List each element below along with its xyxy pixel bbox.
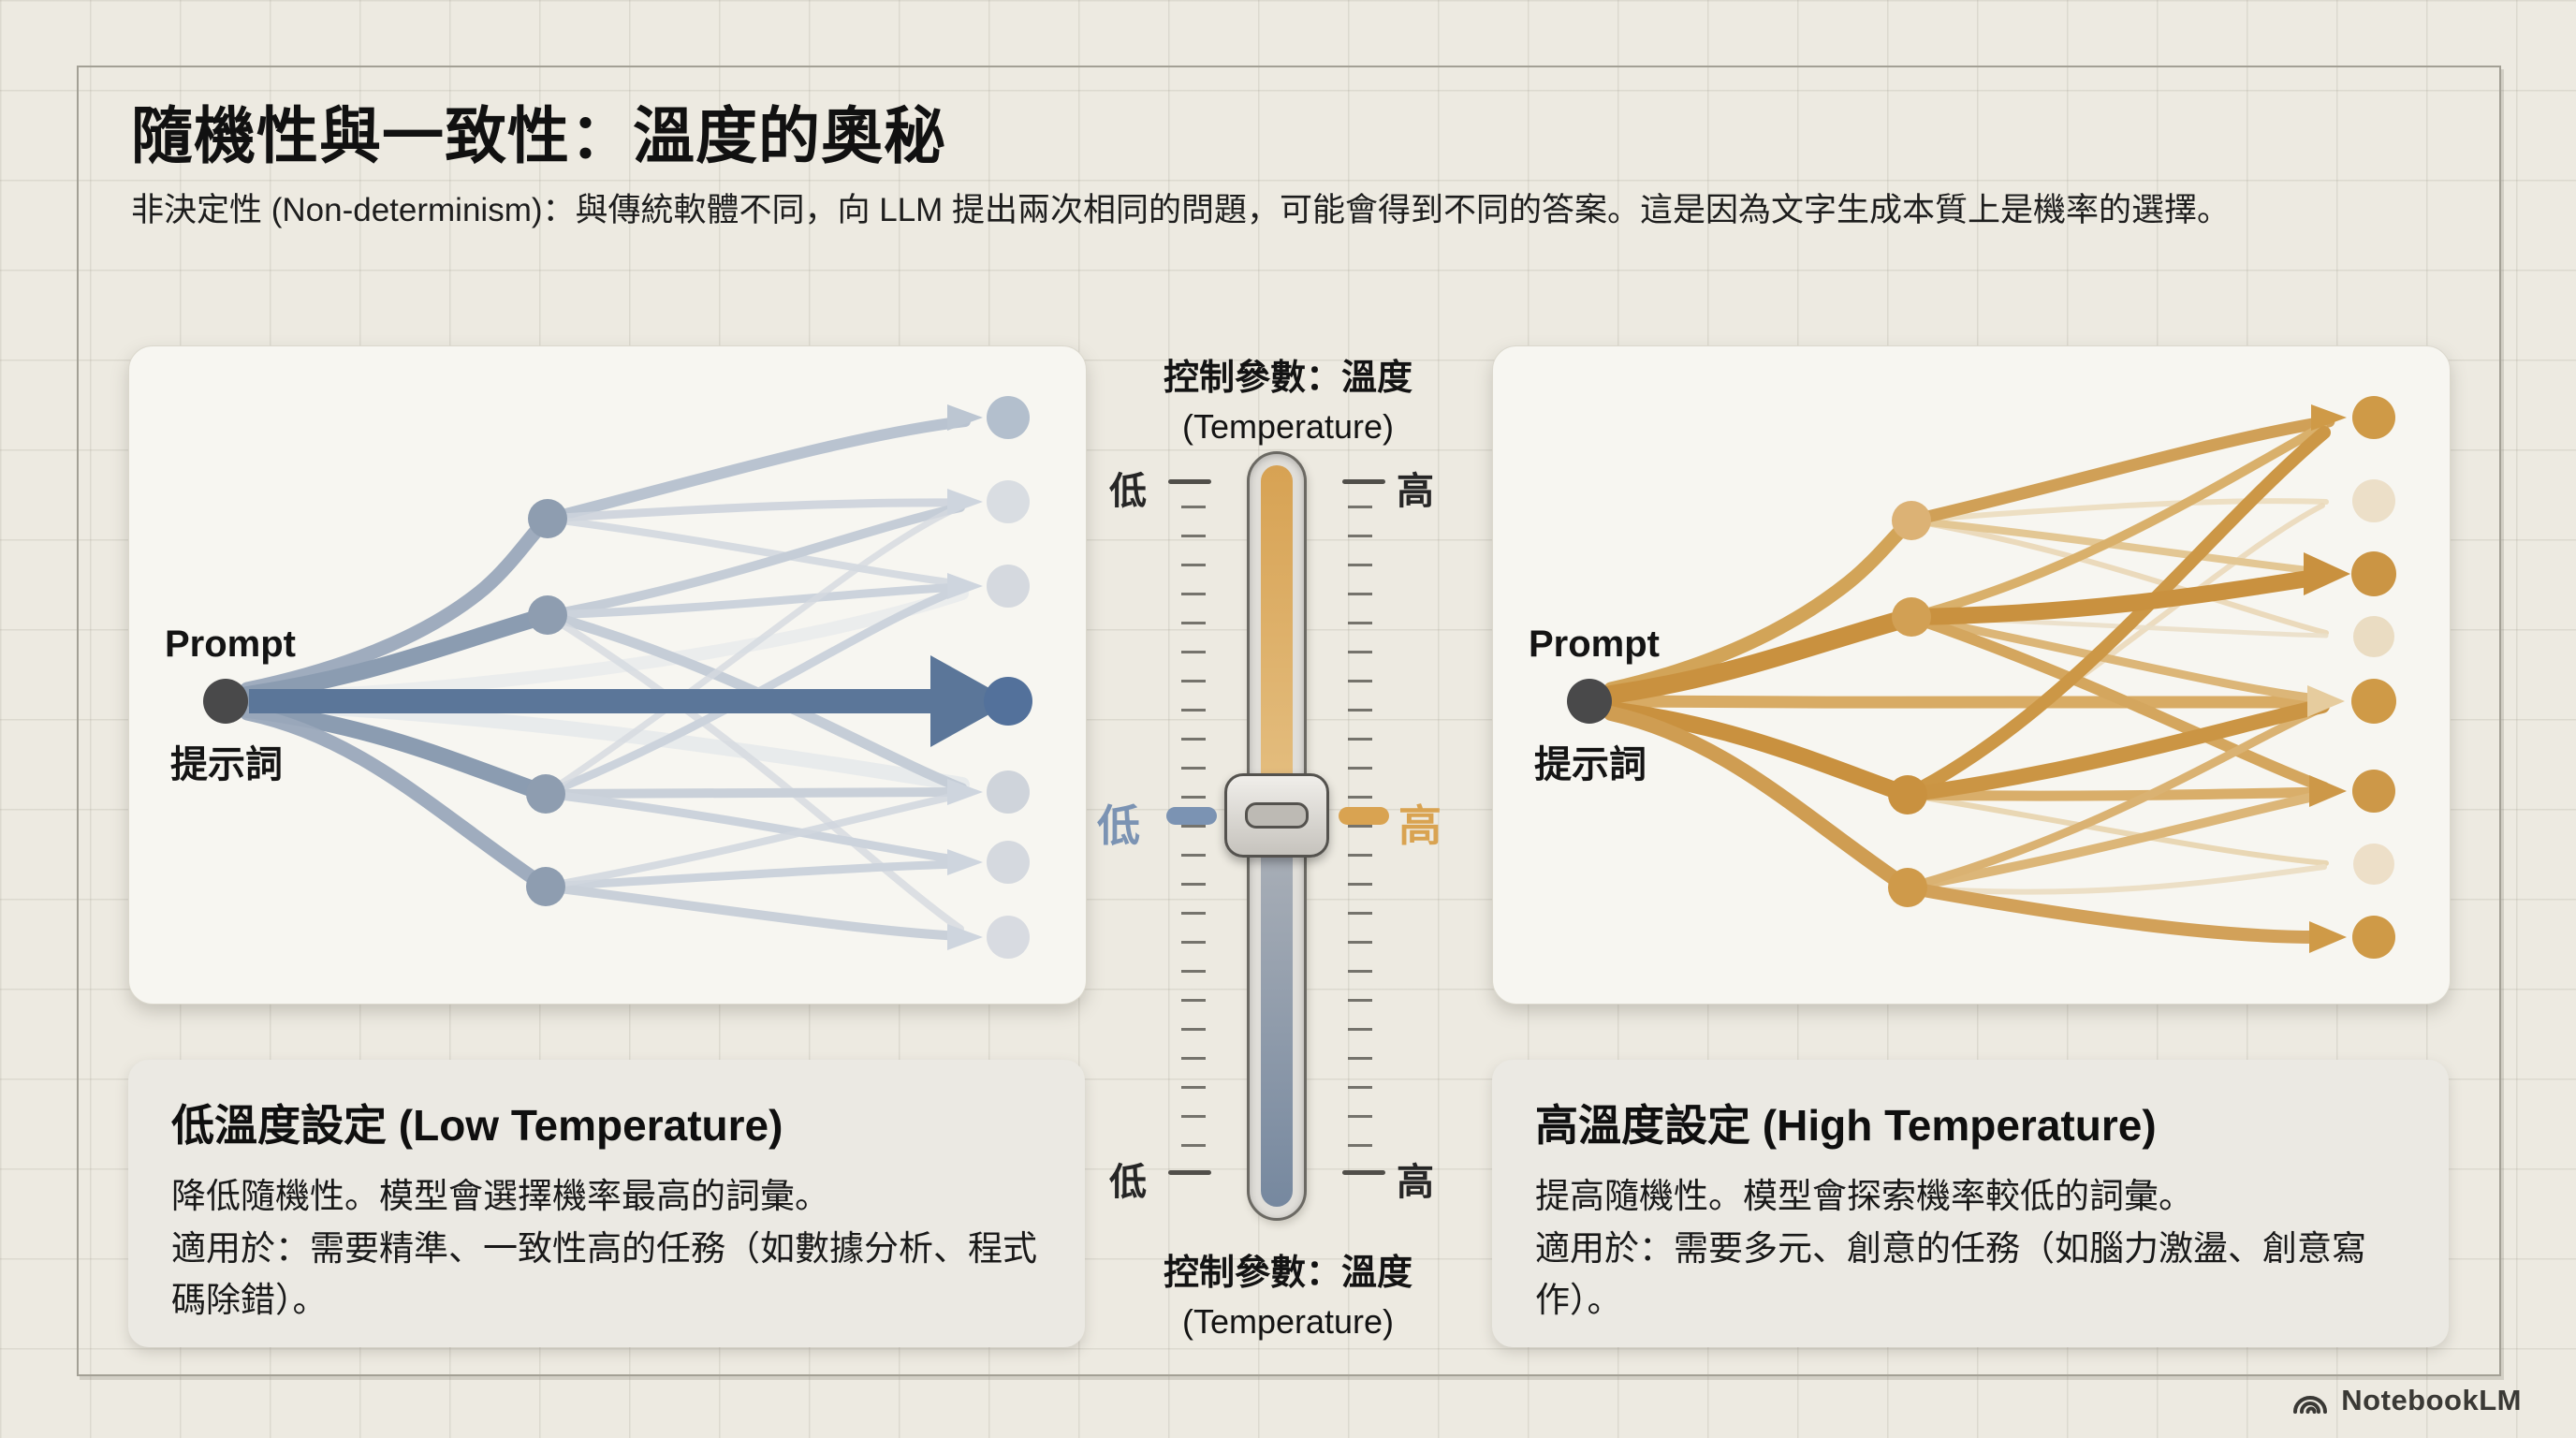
- high-infobox-line1: 提高隨機性。模型會探索機率較低的詞彙。: [1535, 1177, 2193, 1215]
- slider-high-mark-top: 高: [1397, 471, 1434, 512]
- slider-low-mark-top: 低: [1109, 471, 1147, 512]
- slider-ticks-right: [1348, 506, 1372, 1168]
- slider-dash-top-right: [1342, 479, 1385, 484]
- low-intermediate-nodes: [526, 499, 567, 906]
- high-mid-paths: [1604, 415, 2335, 945]
- low-infobox-line1: 降低隨機性。模型會選擇機率最高的詞彙。: [171, 1177, 829, 1215]
- low-branch-paths: [239, 511, 556, 894]
- brand-name: NotebookLM: [2341, 1384, 2522, 1416]
- slider-bottom-label-en: (Temperature): [1181, 1302, 1395, 1341]
- slider-ticks-left: [1181, 506, 1206, 1168]
- low-prompt-node: [203, 679, 248, 724]
- slider-low-pill: [1166, 807, 1217, 825]
- notebooklm-swirl-icon: [2293, 1396, 2328, 1414]
- high-bold-paths: [1602, 513, 2330, 895]
- slider-top-label-zh: 控制參數：溫度: [1163, 359, 1412, 398]
- slider-bottom-label: 控制參數：溫度 (Temperature): [1086, 1243, 1490, 1342]
- low-end-nodes: [984, 396, 1032, 959]
- slider-low-mark-bottom: 低: [1109, 1162, 1147, 1203]
- low-temperature-infobox: 低溫度設定 (Low Temperature) 降低隨機性。模型會選擇機率最高的…: [128, 1060, 1085, 1347]
- slider-dash-bottom-right: [1342, 1170, 1385, 1175]
- slider-high-pill: [1339, 807, 1389, 825]
- low-main-arrow: [249, 655, 1013, 747]
- high-temperature-panel: Prompt 提示詞: [1492, 345, 2451, 1005]
- slider-top-label: 控制參數：溫度 (Temperature): [1086, 348, 1490, 447]
- slider-dash-top-left: [1168, 479, 1211, 484]
- high-end-nodes: [2351, 396, 2396, 959]
- slider-dash-bottom-left: [1168, 1170, 1211, 1175]
- low-infobox-line2: 適用於：需要精準、一致性高的任務（如數據分析、程式碼除錯）。: [171, 1228, 1037, 1320]
- low-prompt-label-en: Prompt: [165, 624, 296, 665]
- notebooklm-brand: NotebookLM: [2291, 1384, 2522, 1417]
- high-arrowheads: [2304, 404, 2350, 953]
- high-temp-branching-diagram: [1567, 396, 2396, 959]
- slider-handle-grip: [1245, 802, 1309, 829]
- high-infobox-line2: 適用於：需要多元、創意的任務（如腦力激盪、創意寫作）。: [1535, 1228, 2366, 1320]
- temperature-slider-handle[interactable]: [1224, 773, 1329, 858]
- page-subtitle: 非決定性 (Non-determinism)：與傳統軟體不同，向 LLM 提出兩…: [131, 192, 2231, 228]
- high-prompt-label-zh: 提示詞: [1534, 744, 1647, 785]
- high-temperature-infobox: 高溫度設定 (High Temperature) 提高隨機性。模型會探索機率較低…: [1492, 1060, 2449, 1347]
- slider-top-label-en: (Temperature): [1181, 407, 1395, 446]
- high-infobox-title: 高溫度設定 (High Temperature): [1535, 1101, 2157, 1150]
- low-pale-arrowheads: [947, 404, 983, 950]
- slider-high-mark-mid: 高: [1398, 801, 1442, 850]
- low-prompt-label-zh: 提示詞: [170, 744, 283, 785]
- slider-fill-high-gold: [1261, 465, 1293, 816]
- slider-fill-low-blue: [1261, 816, 1293, 1207]
- high-intermediate-nodes: [1888, 501, 1931, 907]
- page-title: 隨機性與一致性：溫度的奧秘: [131, 101, 946, 170]
- low-temp-branching-diagram: [203, 396, 1032, 959]
- slider-bottom-label-zh: 控制參數：溫度: [1163, 1254, 1412, 1293]
- high-prompt-label-en: Prompt: [1529, 624, 1660, 665]
- low-temperature-panel: Prompt 提示詞: [128, 345, 1087, 1005]
- slider-low-mark-mid: 低: [1097, 801, 1140, 850]
- low-infobox-title: 低溫度設定 (Low Temperature): [171, 1101, 783, 1150]
- high-prompt-node: [1567, 679, 1612, 724]
- slider-high-mark-bottom: 高: [1397, 1162, 1434, 1203]
- low-faint-paths: [240, 416, 971, 941]
